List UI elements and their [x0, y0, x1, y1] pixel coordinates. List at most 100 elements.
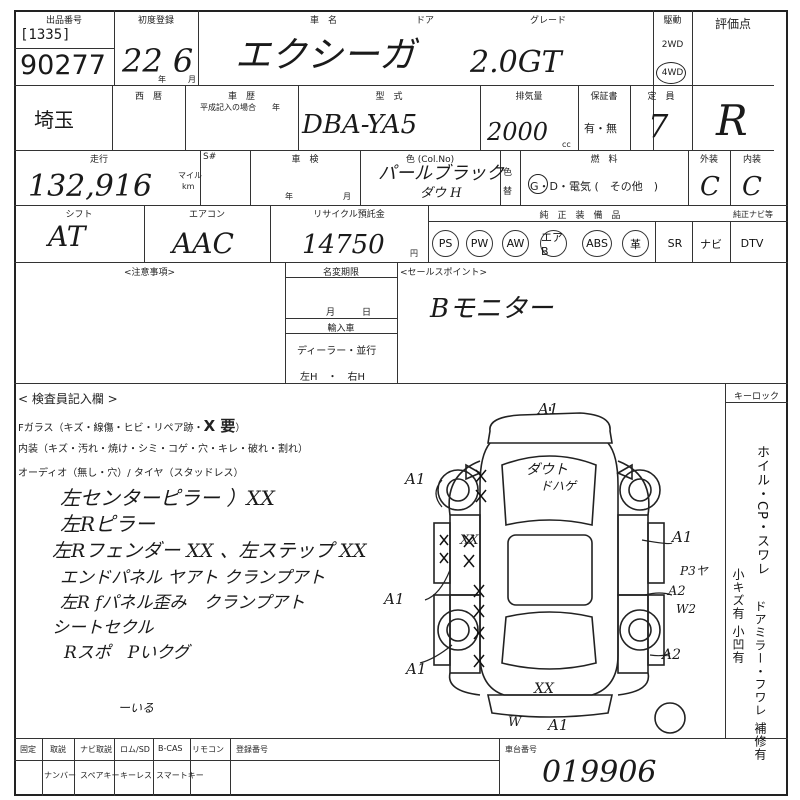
region-label: 西 暦 [134, 92, 162, 102]
right-door-front [617, 514, 649, 596]
left-step-rear [433, 594, 451, 666]
first-registration-label: 初度登録 [137, 16, 174, 26]
color-label: 色 (Col.No) [405, 155, 455, 165]
equip-leather: 革 [622, 230, 649, 257]
footer-item: ナビ取説 [80, 745, 112, 754]
rule [14, 738, 788, 739]
inspector-line-fglass: Fガラス（キズ・線傷・ヒビ・リペア跡・X 要） [18, 417, 246, 435]
auction-sheet-frame [14, 10, 788, 796]
diagram-mark: XX [534, 681, 554, 697]
chassis-value: 019906 [542, 755, 657, 790]
diagram-mark: ドハゲ [540, 479, 577, 493]
rule [285, 333, 397, 334]
handle-options: 左H ・ 右H [300, 372, 366, 383]
diagram-mark: A2 [662, 647, 682, 663]
hand-note: 左Rピラー [60, 512, 156, 536]
hand-note: シートセクル [52, 618, 154, 638]
rule [285, 318, 397, 319]
wheel-front-right [619, 469, 661, 511]
right-vertical-note-2: 小キズ有 小凹有 [731, 568, 745, 664]
warranty-label: 保証書 [590, 92, 618, 102]
shift-label: シフト [65, 210, 93, 220]
displacement-value: 2000 [487, 118, 549, 146]
first-registration-value: 22 6 [122, 42, 194, 80]
diagram-mark: A1 [672, 528, 693, 546]
equip-dtv: DTV [740, 237, 764, 250]
diagram-mark: A1 [548, 716, 569, 734]
spare-wheel [654, 702, 686, 734]
wheel-rear-left [437, 609, 479, 651]
score-value: R [716, 96, 748, 145]
ac-value: AAC [172, 227, 234, 260]
footer-item: スマートキー [156, 771, 204, 780]
rule [14, 760, 499, 761]
equipment-label: 純 正 装 備 品 [539, 211, 621, 221]
grade-value: 2.0GT [470, 45, 562, 80]
right-vertical-note-1: ホイル・CP・スワレ [754, 445, 769, 576]
door-label: ドア [416, 16, 435, 26]
drive-4wd-circle [656, 62, 686, 84]
interior-value: C [742, 172, 762, 202]
chassis-label: 車台番号 [505, 745, 537, 754]
hand-note: Rスポ Pいクグ [64, 643, 190, 663]
recycle-value: 14750 [302, 230, 385, 260]
exterior-label: 外装 [699, 155, 718, 165]
rule [14, 48, 114, 49]
model-value: DBA-YA5 [302, 110, 418, 140]
inspector-line-audio: オーディオ（無し・穴）/ タイヤ（スタッドレス） [18, 468, 244, 479]
fuel-label: 燃 料 [590, 155, 618, 165]
hand-note: 左センターピラー ）XX [60, 486, 275, 510]
wheel-front-left [437, 469, 479, 511]
sales-point-label: <セールスポイント> [400, 268, 488, 278]
left-step-front [433, 522, 451, 584]
inspector-line-interior: 内装（キズ・汚れ・焼け・シミ・コゲ・穴・キレ・破れ・割れ） [18, 444, 308, 455]
caution-label: <注意事項> [124, 268, 176, 278]
car-damage-diagram [419, 407, 686, 734]
car-name-label: 車 名 [310, 16, 338, 26]
warranty-options: 有・無 [584, 122, 617, 135]
sales-point-value: Bモニター [430, 294, 554, 324]
equip-abs: ABS [582, 230, 612, 257]
mileage-value: 132,916 [28, 169, 153, 204]
right-vertical-note-3: ドアミラー・フワレ 補修有 [753, 600, 767, 761]
dealer-options: ディーラー・並行 [297, 346, 377, 357]
rule [14, 383, 788, 384]
hand-note: 左R fパネル歪み クランプアト [60, 593, 305, 613]
score-label: 評価点 [714, 17, 751, 31]
displacement-label: 排気量 [515, 92, 543, 102]
lot-bracket: [1335] [20, 27, 71, 43]
fuel-selected-circle [528, 174, 548, 194]
footer-item: B-CAS [158, 744, 183, 753]
diagram-mark: W2 [676, 602, 696, 616]
diagram-mark: ダウト [526, 462, 568, 478]
wheel-rear-right [619, 609, 661, 651]
left-front-fender [448, 460, 481, 516]
rule [725, 402, 788, 403]
rule [14, 205, 788, 206]
right-step-rear [647, 594, 665, 666]
footer-item: キーレス [120, 771, 152, 780]
lot-number: 90277 [20, 50, 106, 81]
rear-bumper-shape [487, 694, 613, 718]
rule [428, 221, 788, 222]
equip-pw: PW [466, 230, 493, 257]
hand-note: エンドパネル ヤアト クランプアト [60, 568, 326, 588]
capacity-label: 定 員 [647, 92, 675, 102]
equip-navi: ナビ [700, 237, 722, 251]
right-door-rear [617, 594, 649, 674]
rule [285, 277, 397, 278]
inspector-title: < 検査員記入欄 > [18, 392, 118, 406]
diagram-mark: A1 [538, 400, 559, 418]
diagram-mark: A1 [405, 470, 426, 488]
hand-note: 左Rフェンダー XX 、左ステップ XX [52, 540, 367, 562]
diagram-mark: A1 [384, 590, 405, 608]
name-change-label: 名変期限 [322, 268, 359, 278]
right-front-fender [617, 460, 650, 516]
drive-label: 駆動 [663, 16, 682, 26]
footer-item: リモコン [192, 745, 224, 754]
equip-sr: SR [667, 237, 683, 250]
equip-aw: AW [502, 230, 529, 257]
shift-value: AT [48, 220, 86, 253]
interior-label: 内装 [742, 155, 761, 165]
inspection-label: 車 検 [291, 155, 319, 165]
